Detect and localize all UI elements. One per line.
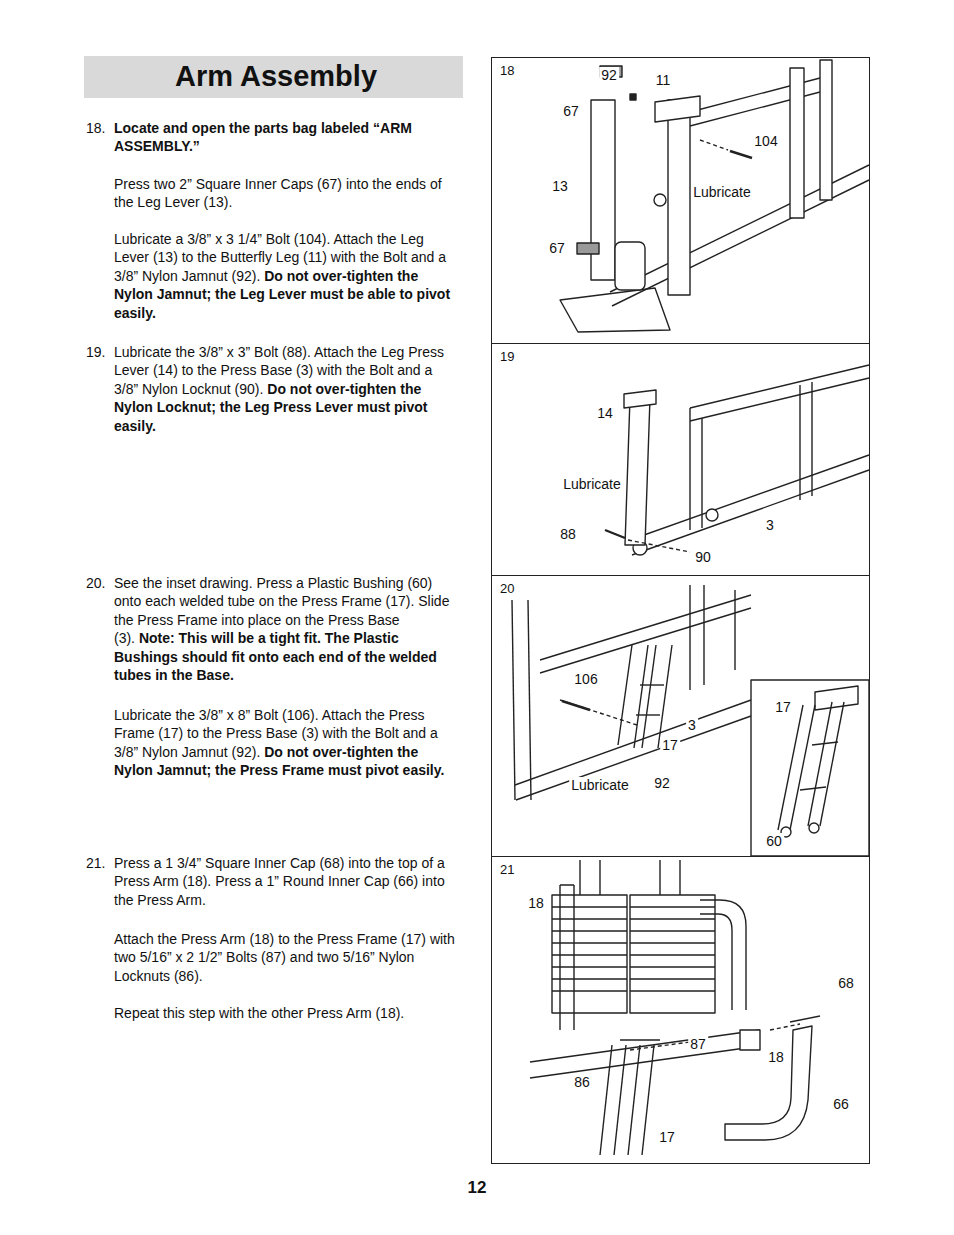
page-number: 12 bbox=[468, 1178, 487, 1198]
figure-panel: 18 bbox=[491, 57, 870, 344]
instruction-paragraph: Lubricate the 3/8” x 8” Bolt (106). Atta… bbox=[114, 706, 460, 780]
callout-number: 68 bbox=[836, 975, 856, 991]
instruction-text: Attach the Press Arm (18) to the Press F… bbox=[114, 931, 455, 984]
lubricate-note: Lubricate bbox=[569, 777, 631, 793]
step-number: 18. bbox=[86, 119, 105, 137]
instruction-paragraph: See the inset drawing. Press a Plastic B… bbox=[114, 574, 460, 684]
callout-number: 17 bbox=[657, 1129, 677, 1145]
step-19-illustration bbox=[605, 365, 869, 555]
instruction-text: Press a 1 3/4” Square Inner Cap (68) int… bbox=[114, 855, 445, 908]
step-18-illustration bbox=[560, 60, 869, 332]
instruction-paragraph: Press two 2” Square Inner Caps (67) into… bbox=[114, 175, 460, 212]
callout-number: 106 bbox=[572, 671, 599, 687]
callout-number: 13 bbox=[550, 178, 570, 194]
callout-number: 17 bbox=[660, 737, 680, 753]
callout-number: 90 bbox=[693, 549, 713, 565]
instruction-paragraph: Lubricate a 3/8” x 3 1/4” Bolt (104). At… bbox=[114, 230, 460, 322]
step-number: 19. bbox=[86, 343, 105, 361]
instruction-paragraph: Press a 1 3/4” Square Inner Cap (68) int… bbox=[114, 854, 460, 909]
callout-number: 92 bbox=[599, 67, 619, 83]
callout-number: 18 bbox=[526, 895, 546, 911]
instruction-paragraph: Attach the Press Arm (18) to the Press F… bbox=[114, 930, 460, 985]
figure-panel: 20 bbox=[491, 575, 870, 857]
instruction-text: Press two 2” Square Inner Caps (67) into… bbox=[114, 176, 442, 210]
callout-number: 67 bbox=[561, 103, 581, 119]
panel-step-number: 19 bbox=[500, 349, 514, 365]
instruction-paragraph: Lubricate the 3/8” x 3” Bolt (88). Attac… bbox=[114, 343, 460, 435]
figure-panel: 19 bbox=[491, 343, 870, 576]
instruction-paragraph: Locate and open the parts bag labeled “A… bbox=[114, 119, 460, 156]
callout-number: 88 bbox=[558, 526, 578, 542]
panel-step-number: 18 bbox=[500, 63, 514, 79]
warning-text: Note: This will be a tight fit. The Plas… bbox=[114, 630, 437, 683]
step-number: 21. bbox=[86, 854, 105, 872]
callout-number: 17 bbox=[773, 699, 793, 715]
callout-number: 67 bbox=[547, 240, 567, 256]
callout-number: 66 bbox=[831, 1096, 851, 1112]
callout-number: 92 bbox=[652, 775, 672, 791]
callout-number: 87 bbox=[688, 1036, 708, 1052]
lubricate-note: Lubricate bbox=[561, 476, 623, 492]
panel-step-number: 20 bbox=[500, 581, 514, 597]
callout-number: 3 bbox=[764, 517, 776, 533]
callout-number: 104 bbox=[752, 133, 779, 149]
instruction-text: Repeat this step with the other Press Ar… bbox=[114, 1005, 404, 1021]
callout-number: 86 bbox=[572, 1074, 592, 1090]
callout-number: 11 bbox=[654, 72, 673, 88]
page-title: Arm Assembly bbox=[175, 59, 377, 93]
step-20-illustration bbox=[512, 585, 869, 856]
callout-number: 3 bbox=[686, 717, 698, 733]
panel-step-number: 21 bbox=[500, 862, 514, 878]
figure-panel: 21 bbox=[491, 856, 870, 1164]
instruction-paragraph: Repeat this step with the other Press Ar… bbox=[114, 1004, 460, 1022]
warning-text: Locate and open the parts bag labeled “A… bbox=[114, 120, 412, 154]
callout-number: 60 bbox=[764, 833, 784, 849]
callout-number: 18 bbox=[766, 1049, 786, 1065]
step-number: 20. bbox=[86, 574, 105, 592]
step-21-illustration bbox=[530, 860, 820, 1155]
callout-number: 14 bbox=[595, 405, 615, 421]
lubricate-note: Lubricate bbox=[691, 184, 753, 200]
